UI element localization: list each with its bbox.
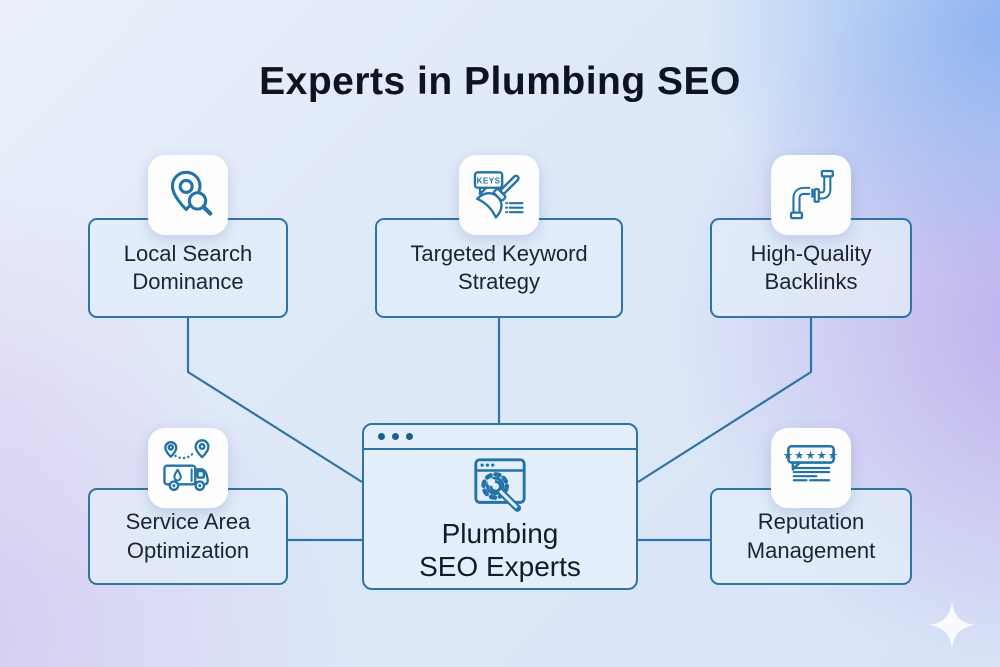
center-node-content: Plumbing SEO Experts [364,450,636,588]
browser-gear-wrench-icon [474,458,526,512]
linked-pipes-icon [789,169,834,220]
icon-card: ★★★★★ [771,428,851,508]
icon-card [148,155,228,235]
service-van-route-icon [163,439,210,492]
node-plumbing-seo-experts: Plumbing SEO Experts [362,423,638,590]
node-label-line: Service Area [125,509,251,534]
node-label-line: Reputation [757,509,865,534]
location-pin-search-icon [170,170,213,216]
page-title: Experts in Plumbing SEO [259,60,741,103]
connector-backlinks-to-center [637,318,813,483]
icon-card: KEYS [459,155,539,235]
sparkle-icon [929,602,975,648]
titlebar-dot [392,433,399,440]
center-node-label: Plumbing SEO Experts [419,517,581,583]
node-label-line: Dominance [132,269,244,294]
icon-card [148,428,228,508]
node-label-line: Strategy [458,269,540,294]
five-stars-glyphs: ★★★★★ [783,448,839,462]
plunger-keywords-icon: KEYS [473,171,524,219]
node-label-line: Targeted Keyword [410,240,588,266]
center-label-line: Plumbing [441,518,559,549]
node-label-line: Management [746,537,876,563]
browser-titlebar [364,425,636,450]
node-label-line: Local Search [123,240,253,266]
titlebar-dot [378,433,385,440]
center-label-line: SEO Experts [419,551,581,582]
node-label-line: Optimization [126,537,250,563]
node-label-line: High-Quality [750,240,872,266]
node-label-line: Backlinks [764,269,858,294]
keys-badge-text: KEYS [477,177,501,186]
connector-local-search-to-center [186,318,363,483]
icon-card [771,155,851,235]
titlebar-dot [406,433,413,440]
node-high-quality-backlinks: High-Quality Backlinks [710,218,912,318]
five-star-review-icon: ★★★★★ [783,444,839,482]
